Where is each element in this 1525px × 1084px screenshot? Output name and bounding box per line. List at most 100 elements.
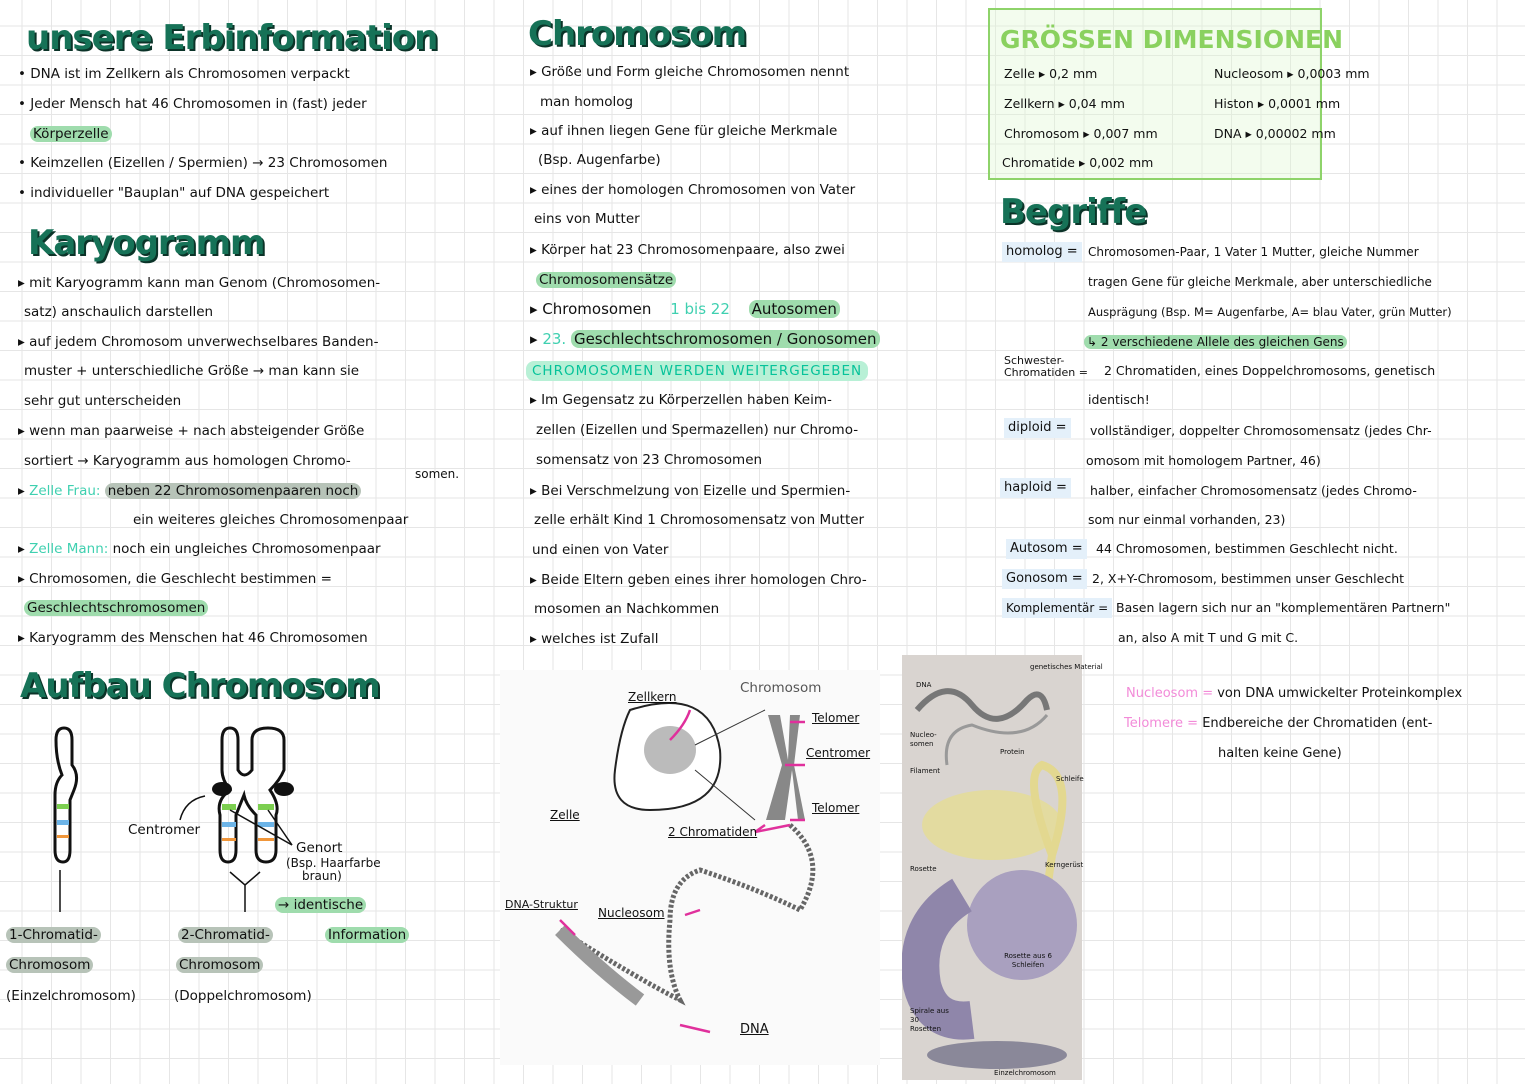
centromere-right [274,782,294,796]
note-line: ▸ Chromosomen 1 bis 22 Autosomen [530,299,840,319]
double-chromatid-chromosome [217,726,286,864]
loop [1030,760,1067,926]
note-line: ▸ Körper hat 23 Chromosomenpaare, also z… [530,242,845,258]
rosette [967,870,1077,980]
note-range: 1 bis 22 [670,300,730,318]
term-haploid: haploid = [1000,478,1071,498]
genort-pointer [267,809,293,846]
note-line: ▸ wenn man paarweise + nach absteigender… [18,423,365,439]
term-definition: an, also A mit T und G mit C. [1118,630,1299,645]
sizes-title: GRÖSSEN DIMENSIONEN [1000,25,1344,54]
band-orange [258,838,274,841]
note-text: Geschlechtschromosomen / Gonosomen [570,330,880,348]
label-telomer: Telomer [812,801,860,815]
size-item: DNA ▸ 0,00002 mm [1214,126,1336,141]
term-diploid: diploid = [1004,418,1071,438]
chromatin-packing-photo: genetisches Material DNA Nucleo-somen Pr… [901,655,1103,1080]
photo-drawing [901,688,1077,1069]
note-line: ▸ Beide Eltern geben eines ihrer homolog… [530,572,867,588]
photo-label: genetisches Material [1030,663,1103,671]
band-orange [222,838,236,841]
note-line: Körperzelle [30,124,112,144]
label-genort-example: (Bsp. Haarfarbe [286,856,381,870]
photo-label: DNA [916,681,932,689]
note-line: • individueller "Bauplan" auf DNA gespei… [18,185,330,201]
label-identisch: → identische [275,895,367,915]
term-definition: halber, einfacher Chromosomensatz (jedes… [1090,483,1417,498]
label-nucleosom: Nucleosom [598,906,665,920]
photo-label: Rosette aus 6 Schleifen [1004,952,1052,969]
photo-label: Protein [1000,748,1025,756]
note-line: ▸ auf jedem Chromosom unverwechselbares … [18,334,379,350]
note-line: • DNA ist im Zellkern als Chromosomen ve… [18,66,350,82]
band-orange [57,835,69,838]
label-zelle-frau: Zelle Frau: [29,483,101,499]
size-item: Histon ▸ 0,0001 mm [1214,96,1341,111]
note-line: zelle erhält Kind 1 Chromosomensatz von … [534,512,865,528]
single-chromatid-chromosome [53,726,79,864]
note-line-text: Körperzelle [30,126,112,142]
label-telomer: Telomer [812,711,860,725]
note-text: ↳ 2 verschiedene Allele des gleichen Gen… [1084,335,1347,349]
photo-label: Nucleo-somen [910,731,937,748]
note-telomere: Telomere = Endbereiche der Chromatiden (… [1124,714,1432,734]
band-blue [222,822,236,827]
note-line: mosomen an Nachkommen [534,601,720,617]
term-definition: 2 Chromatiden, eines Doppelchromosoms, g… [1104,363,1436,378]
term-homolog: homolog = [1002,242,1082,262]
centromere-left [212,782,232,796]
note-line: ▸ Größe und Form gleiche Chromosomen nen… [530,64,850,80]
note-line: ▸ Chromosomen, die Geschlecht bestimmen … [18,571,332,587]
label-zelle: Zelle [550,808,580,822]
label-text: → identische [275,897,367,913]
band-blue [57,820,69,825]
photo-label: Rosette [910,865,937,873]
photo-label: Schleife [1056,775,1084,783]
cell-to-dna-diagram: Chromosom Zellkern Telomer Centromer Tel… [500,670,880,1065]
band-green [258,804,274,810]
single-chromosome [927,1041,1067,1069]
note-line: ▸ Karyogramm des Menschen hat 46 Chromos… [18,630,368,646]
band-blue [258,822,274,827]
term-definition: som nur einmal vorhanden, 23) [1088,512,1286,527]
dna-helix [914,688,1050,722]
label-double-chromatid: 2-Chromatid- [178,925,273,945]
label-dna-struktur: DNA-Struktur [505,898,578,911]
size-item: Nucleosom ▸ 0,0003 mm [1214,66,1370,81]
label-text: 2-Chromatid- [178,927,273,943]
label-zellkern: Zellkern [628,690,677,704]
label-einzelchromosom: (Einzelchromosom) [6,988,136,1004]
note-text: Autosomen [748,300,840,318]
size-item: Zellkern ▸ 0,04 mm [1004,96,1125,111]
note-text: ▸ Chromosomen [530,300,652,318]
label-single-chromatid: Chromosom [6,955,94,975]
centromer-pointer [179,795,206,821]
chromosome-diagram [53,726,294,912]
term-autosom: Autosom = [1006,539,1087,559]
note-line: ▸ welches ist Zufall [530,631,659,647]
note-line: ▸ Im Gegensatz zu Körperzellen haben Kei… [530,392,832,408]
definition-nucleosom: von DNA umwickelter Proteinkomplex [1217,686,1463,701]
note-line: • Jeder Mensch hat 46 Chromosomen in (fa… [18,96,367,112]
note-text: noch ein ungleiches Chromosomenpaar [112,541,381,557]
heading-aufbau-chromosom: Aufbau Chromosom [20,666,381,706]
chromosome-x [766,715,805,820]
term-schwesterchromatiden: Schwester-Chromatiden = [1004,354,1088,379]
bullet: ▸ [18,541,30,557]
note-line: ▸ auf ihnen liegen Gene für gleiche Merk… [530,123,838,139]
heading-chromosom: Chromosom [528,14,747,54]
filament [922,790,1062,860]
label-genort-example: braun) [302,869,342,883]
term-definition: vollständiger, doppelter Chromosomensatz… [1090,423,1432,438]
pink-pointers [559,709,805,1034]
photo-label: Spirale aus 30 Rosetten [910,1007,949,1033]
note-line: sortiert → Karyogramm aus homologen Chro… [24,453,351,469]
note-line: ▸ 23. Geschlechtschromosomen / Gonosomen [530,329,880,349]
note-text: neben 22 Chromosomenpaaren noch [104,483,362,499]
note-line: man homolog [540,94,634,110]
note-line: und einen von Vater [532,542,669,558]
label-genort: Genort [296,840,343,856]
size-item: Chromatide ▸ 0,002 mm [1002,155,1154,170]
heading-begriffe: Begriffe [1000,192,1147,232]
genort-pointer [229,809,293,846]
